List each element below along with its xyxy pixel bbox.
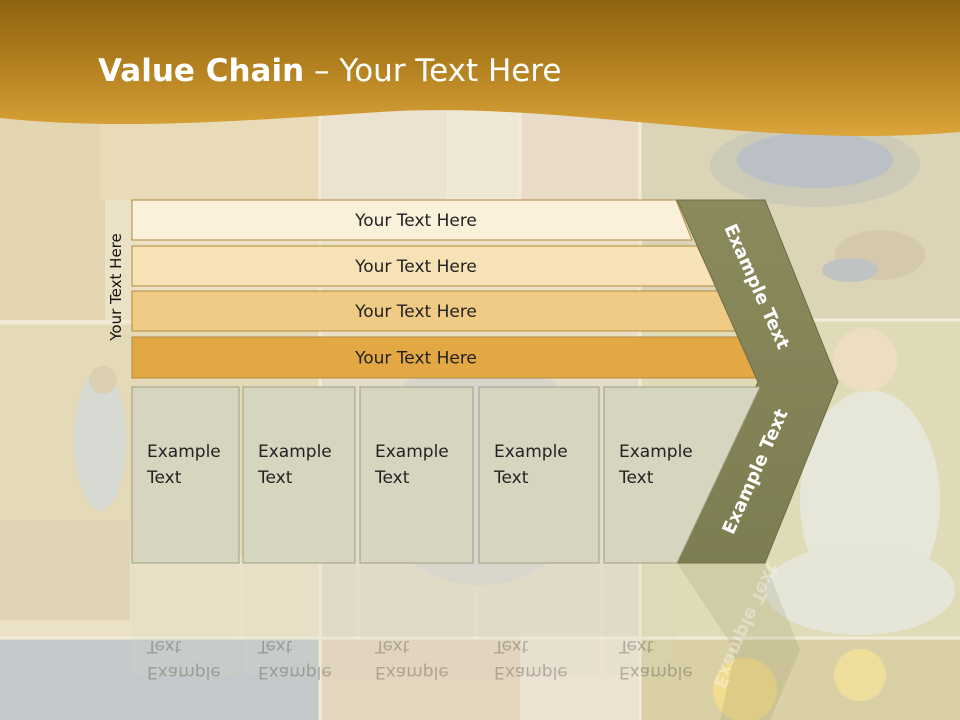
example-box-2: [242, 386, 356, 564]
row-label-1: Your Text Here: [354, 211, 477, 231]
example-box-line2: Text: [375, 468, 410, 488]
example-box-line1: Example: [147, 442, 221, 462]
example-box-line1: Example: [494, 442, 568, 462]
example-box-3: [359, 386, 474, 564]
example-box-line1: Example: [258, 442, 332, 462]
value-chevron: [676, 199, 839, 564]
example-box-line1: Example: [619, 442, 693, 462]
row-label-3: Your Text Here: [354, 302, 477, 322]
title-rest: – Your Text Here: [304, 53, 562, 89]
example-box-reflection-5: [604, 565, 677, 675]
slide-title: Value Chain – Your Text Here: [98, 53, 561, 89]
example-box-line2: Text: [258, 468, 293, 488]
example-box-1: [131, 386, 240, 564]
row-label-2: Your Text Here: [354, 257, 477, 277]
example-box-reflection-2: [243, 565, 355, 675]
example-box-line2: Text: [619, 468, 654, 488]
example-box-reflection-3: [360, 565, 473, 675]
side-vertical-label: Your Text Here: [107, 233, 125, 341]
example-box-line2: Text: [494, 468, 529, 488]
title-bold: Value Chain: [98, 53, 305, 89]
header-band: [0, 0, 960, 136]
row-shape-1: [131, 199, 693, 241]
example-box-reflection-1: [132, 565, 239, 675]
example-box-reflection-4: [479, 565, 599, 675]
example-box-5: [603, 386, 761, 564]
example-box-line1: Example: [375, 442, 449, 462]
row-label-4: Your Text Here: [354, 349, 477, 369]
example-box-line2: Text: [147, 468, 182, 488]
example-box-4: [478, 386, 600, 564]
